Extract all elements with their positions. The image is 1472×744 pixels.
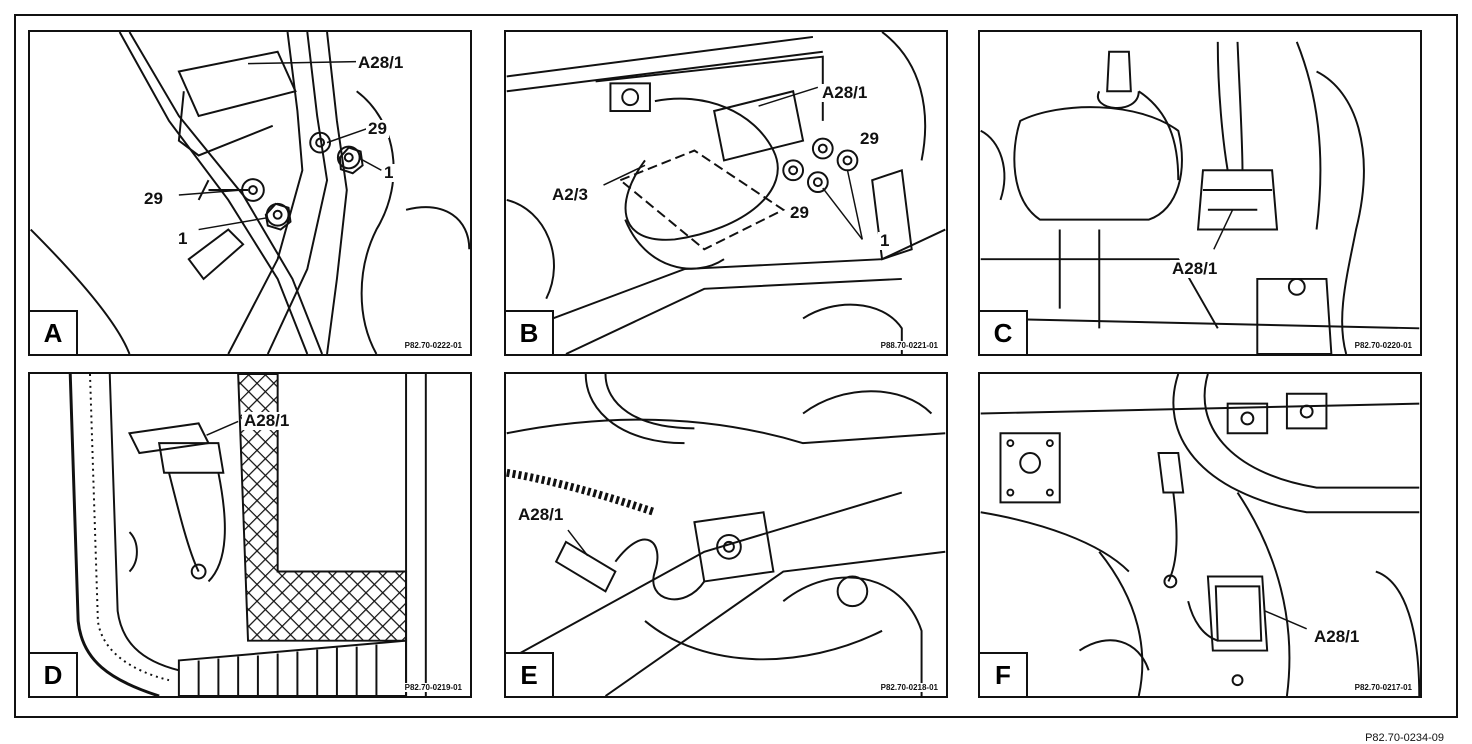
panel-b: A28/1 29 A2/3 29 1 B P88.70-0221-01 xyxy=(504,30,948,356)
panel-c-drawing xyxy=(980,41,1420,354)
panel-b-code: P88.70-0221-01 xyxy=(878,341,940,350)
panel-f-letter: F xyxy=(980,652,1028,696)
callout-29: 29 xyxy=(788,203,811,222)
callout-29: 29 xyxy=(366,119,389,138)
callout-a28-1: A28/1 xyxy=(820,83,870,102)
panel-d-letter: D xyxy=(30,652,78,696)
callout-1: 1 xyxy=(382,163,396,182)
panel-a-code: P82.70-0222-01 xyxy=(402,341,464,350)
panel-a-drawing xyxy=(30,32,470,354)
callout-a2-3: A2/3 xyxy=(550,185,590,204)
callout-29: 29 xyxy=(142,189,165,208)
callout-a28-1: A28/1 xyxy=(356,53,406,72)
panel-f-code: P82.70-0217-01 xyxy=(1352,683,1414,692)
callout-a28-1: A28/1 xyxy=(1312,627,1362,646)
panel-a: A28/1 29 1 29 1 A P82.70-0222-01 xyxy=(28,30,472,356)
figure-frame xyxy=(14,14,1458,718)
panel-b-drawing xyxy=(506,32,946,354)
panel-e-code: P82.70-0218-01 xyxy=(878,683,940,692)
callout-1: 1 xyxy=(878,231,892,250)
panel-f: A28/1 F P82.70-0217-01 xyxy=(978,372,1422,698)
panel-c-code: P82.70-0220-01 xyxy=(1352,341,1414,350)
panel-f-drawing xyxy=(980,374,1420,696)
panel-e: A28/1 E P82.70-0218-01 xyxy=(504,372,948,698)
panel-b-letter: B xyxy=(506,310,554,354)
panel-c: A28/1 C P82.70-0220-01 xyxy=(978,30,1422,356)
panel-c-letter: C xyxy=(980,310,1028,354)
panel-d-code: P82.70-0219-01 xyxy=(402,683,464,692)
panel-e-letter: E xyxy=(506,652,554,696)
callout-29: 29 xyxy=(858,129,881,148)
panel-d: A28/1 D P82.70-0219-01 xyxy=(28,372,472,698)
callout-a28-1: A28/1 xyxy=(242,411,292,430)
callout-a28-1: A28/1 xyxy=(516,505,566,524)
panel-a-letter: A xyxy=(30,310,78,354)
figure-code: P82.70-0234-09 xyxy=(1365,732,1444,744)
panel-e-drawing xyxy=(506,374,946,696)
callout-1: 1 xyxy=(176,229,190,248)
callout-a28-1: A28/1 xyxy=(1170,259,1220,278)
panel-d-drawing xyxy=(68,374,427,696)
